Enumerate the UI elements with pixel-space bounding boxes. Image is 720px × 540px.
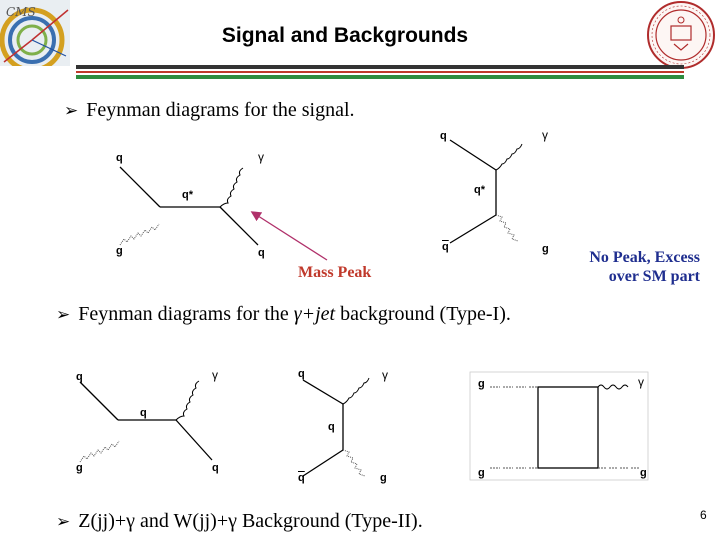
bkg2-label-q-in: q (298, 368, 305, 380)
sig1-label-g: g (116, 245, 123, 257)
sig2-label-g: g (542, 243, 549, 255)
sig1-label-gamma: γ (258, 150, 264, 164)
no-peak-note: No Peak, Excess over SM part (556, 248, 700, 286)
title-rule-red (76, 71, 684, 73)
bkg2-label-g: g (380, 472, 387, 484)
bkg1-label-gamma: γ (212, 368, 218, 382)
cms-logo: CMS (0, 0, 70, 73)
bkg-diagram-t-channel (302, 377, 370, 477)
no-peak-line2: over SM part (608, 268, 700, 285)
university-seal (644, 0, 718, 70)
title-rule-green (76, 75, 684, 79)
bullet-signal-text: Feynman diagrams for the signal. (86, 99, 355, 121)
bkg2-label-qbar: q (298, 472, 305, 484)
signal-diagram-t-channel (449, 139, 523, 244)
bkg1-label-q-in: q (76, 371, 83, 383)
bullet-zw: ➢ Z(jj)+γ and W(jj)+γ Background (Type-II… (56, 510, 423, 533)
bkg-diagram-box (469, 371, 649, 481)
bullet-zw-text: Z(jj)+γ and W(jj)+γ Background (Type-II)… (78, 510, 423, 532)
sig2-label-gamma: γ (542, 128, 548, 142)
bullet-gamma-jet-italic: γ+jet (293, 303, 336, 325)
bkg3-label-g-out: g (640, 467, 647, 479)
bkg-diagram-s-channel (79, 380, 213, 463)
bkg3-label-g-in-top: g (478, 378, 485, 390)
bullet-gamma-jet-suffix: background (Type-I). (335, 303, 511, 325)
title-rule-dark (76, 65, 684, 69)
svg-text:CMS: CMS (6, 5, 36, 19)
bullet-arrow-icon: ➢ (56, 512, 71, 532)
bkg2-label-q-mid: q (328, 421, 335, 433)
bullet-signal: ➢ Feynman diagrams for the signal. (64, 99, 355, 122)
bullet-arrow-icon: ➢ (56, 305, 71, 325)
bkg1-label-q-out: q (212, 462, 219, 474)
sig1-label-q-in: q (116, 152, 123, 164)
no-peak-line1: No Peak, Excess (589, 249, 700, 266)
signal-diagram-s-channel (119, 166, 259, 246)
bullet-gamma-jet: ➢ Feynman diagrams for the γ+jet backgrou… (56, 303, 511, 326)
bkg3-label-g-in-bottom: g (478, 467, 485, 479)
bkg2-label-gamma: γ (382, 368, 388, 382)
mass-peak-label: Mass Peak (298, 264, 372, 281)
sig1-label-q-out: q (258, 247, 265, 259)
mass-peak-arrow (250, 211, 328, 261)
bkg1-label-q-mid: q (140, 407, 147, 419)
sig2-label-q-in: q (440, 130, 447, 142)
bkg1-label-g: g (76, 462, 83, 474)
sig2-label-qstar: q* (474, 184, 485, 196)
sig2-label-qbar: q (442, 241, 449, 253)
bkg3-label-gamma: γ (638, 375, 644, 389)
page-number: 6 (700, 508, 707, 522)
bullet-arrow-icon: ➢ (64, 101, 79, 121)
slide-title: Signal and Backgrounds (221, 24, 469, 47)
sig1-label-qstar: q* (182, 189, 193, 201)
bullet-gamma-jet-prefix: Feynman diagrams for the (78, 303, 294, 325)
